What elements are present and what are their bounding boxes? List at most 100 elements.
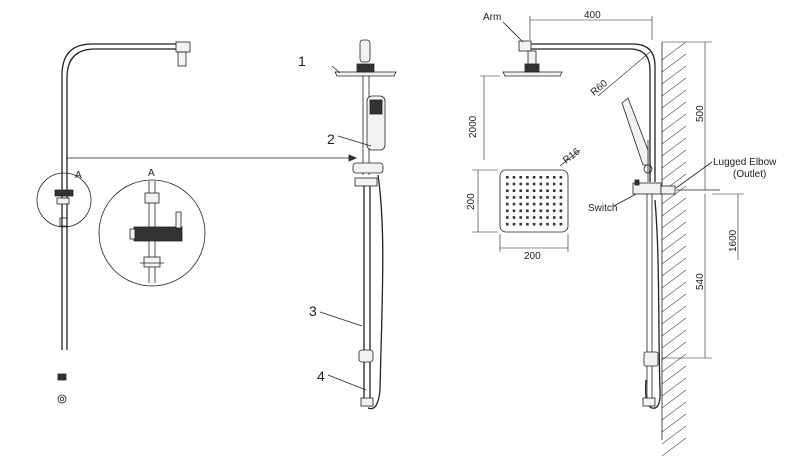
wall-hatch-line	[661, 185, 687, 205]
left-head-connector	[177, 51, 187, 67]
callout-3-leader	[319, 311, 363, 327]
wall-hatch-line	[661, 365, 687, 385]
wall-hatch-line	[661, 77, 687, 97]
wall-hatch-line	[661, 53, 687, 73]
middle-assembly: 1 2 3 4	[298, 39, 397, 410]
nozzle-dot	[506, 216, 509, 219]
right-arm-end	[518, 40, 532, 52]
wall-hatch-line	[661, 377, 687, 397]
callout-4-leader	[327, 374, 367, 391]
nozzle-dot	[559, 202, 563, 206]
nozzle-dot	[559, 209, 563, 213]
nozzle-dot	[552, 209, 556, 213]
nozzle-dot	[519, 222, 522, 226]
wall-hatch-line	[661, 401, 687, 421]
nozzle-dot	[559, 189, 563, 192]
nozzle-dot	[506, 209, 509, 213]
nozzle-dot	[532, 222, 536, 226]
nozzle-dot	[532, 176, 536, 179]
nozzle-dot	[559, 182, 563, 186]
wall-hatch-line	[661, 221, 687, 241]
label-lugged-elbow-1: Lugged Elbow	[713, 157, 777, 168]
dim-height-1600: 1600	[728, 229, 739, 252]
nozzle-dot	[512, 222, 516, 226]
wall-hatch-line	[661, 341, 687, 361]
dim-bend-radius: R60	[589, 78, 610, 99]
wall-hatch-line	[661, 65, 687, 85]
detail-a-label: A	[75, 170, 82, 181]
mid-slider-bottom	[358, 349, 374, 363]
dim-arm-length: 400	[584, 10, 601, 21]
detail-a-zoom-label: A	[148, 168, 155, 179]
nozzle-dot	[539, 176, 543, 179]
wall-hatch-line	[661, 245, 687, 265]
right-rain-head	[502, 71, 563, 77]
wall-hatch-line	[661, 41, 687, 61]
nozzle-dot	[512, 202, 516, 206]
nozzle-dot	[526, 216, 529, 219]
label-lugged-elbow-2: (Outlet)	[733, 169, 766, 180]
wall-hatch-line	[661, 389, 687, 409]
nozzle-dot	[519, 189, 522, 192]
nozzle-dot	[532, 189, 536, 192]
wall-hatch-line	[661, 437, 687, 456]
nozzle-dot	[512, 189, 516, 192]
nozzle-dot	[506, 196, 509, 199]
nozzle-dot	[519, 216, 522, 219]
nozzle-dot	[552, 216, 556, 219]
nozzle-dot	[532, 202, 536, 206]
head-radius-leader	[559, 149, 581, 167]
wall-hatch-line	[661, 353, 687, 373]
detail-a-zoom-circle	[98, 179, 206, 287]
wall-hatch-line	[661, 125, 687, 145]
dim-height-2000: 2000	[468, 115, 479, 138]
mid-hand-shower-face	[369, 99, 383, 115]
wall-hatch-line	[661, 317, 687, 337]
right-hand-shower	[621, 97, 649, 166]
nozzle-dot	[519, 202, 522, 206]
mid-head-connector	[359, 39, 371, 63]
mid-diverter	[352, 162, 384, 174]
nozzle-dot	[526, 189, 529, 192]
mid-ball-joint	[356, 63, 375, 73]
nozzle-grid	[506, 176, 563, 226]
dim-height-540: 540	[695, 273, 706, 290]
callout-4: 4	[317, 368, 325, 384]
nozzle-dot	[512, 182, 516, 186]
wall-hatch	[661, 41, 687, 456]
right-head-connector	[527, 50, 537, 66]
left-schematic: A	[36, 41, 358, 404]
nozzle-dot	[506, 182, 509, 186]
right-switch-knob	[634, 179, 640, 186]
nozzle-dot	[512, 176, 516, 179]
nozzle-dot	[546, 216, 549, 219]
dim-radius-leader	[597, 51, 651, 97]
nozzle-dot	[546, 202, 549, 206]
callout-1: 1	[298, 53, 306, 69]
dim-head-height: 200	[466, 193, 477, 210]
wall-hatch-line	[661, 161, 687, 181]
right-riser-arm	[528, 43, 656, 182]
nozzle-dot	[526, 182, 529, 186]
nozzle-dot	[546, 189, 549, 192]
left-washer	[57, 394, 67, 404]
nozzle-dot	[546, 196, 549, 199]
nozzle-dot	[512, 196, 516, 199]
nozzle-dot	[546, 222, 549, 226]
wall-hatch-line	[661, 293, 687, 313]
mid-rain-head	[334, 71, 397, 77]
detail-a-lower-joint	[59, 217, 68, 227]
right-slider-bottom	[643, 351, 659, 367]
detail-a-marker-circle	[36, 172, 92, 228]
wall-hatch-line	[661, 257, 687, 277]
detail-zoom-side-outlet	[129, 228, 136, 240]
right-hand-shower-holder	[643, 164, 653, 174]
right-installation: Arm 400 R60 2000 Switch Lugged Elbow (Ou…	[468, 10, 777, 456]
nozzle-dot	[519, 176, 522, 179]
nozzle-dot	[559, 176, 563, 179]
nozzle-dot	[546, 209, 549, 213]
right-riser-arm-inner	[528, 48, 651, 182]
nozzle-dot	[506, 222, 509, 226]
dim-head-radius: R16	[561, 146, 583, 166]
